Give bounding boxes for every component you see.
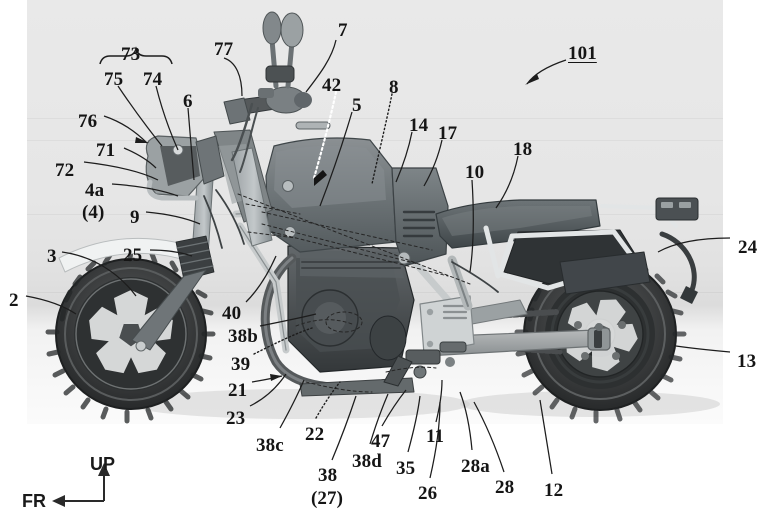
callout-74: 74: [143, 69, 163, 90]
rear-subframe: [483, 197, 699, 291]
callout-38: 38: [318, 465, 338, 486]
right-mirror: [280, 12, 304, 48]
fr-label: FR: [22, 491, 46, 511]
engine: [287, 245, 415, 373]
callout-13: 13: [737, 351, 757, 372]
callout-22: 22: [305, 424, 325, 445]
callout-27-paren: (27): [311, 488, 344, 509]
up-arrowhead: [98, 463, 110, 476]
callout-6: 6: [183, 91, 193, 112]
callout-38c: 38c: [256, 435, 284, 456]
callout-3: 3: [47, 246, 57, 267]
fuel-tank: [265, 121, 397, 253]
callout-10: 10: [465, 162, 485, 183]
callout-28a: 28a: [461, 456, 490, 477]
callout-28: 28: [495, 477, 515, 498]
rear-shock: [447, 255, 473, 311]
callout-42: 42: [322, 75, 342, 96]
callout-21: 21: [228, 380, 248, 401]
callout-14: 14: [409, 115, 429, 136]
callout-26: 26: [418, 483, 438, 504]
callout-38d: 38d: [352, 451, 382, 472]
callout-8: 8: [389, 77, 399, 98]
orientation-indicator: [52, 463, 110, 507]
skid-plate: [419, 295, 475, 355]
callout-75: 75: [104, 69, 124, 90]
up-label: UP: [90, 454, 116, 474]
callout-25: 25: [123, 245, 143, 266]
callout-47: 47: [371, 431, 391, 452]
callout-35: 35: [396, 458, 416, 479]
callout-4-paren: (4): [82, 202, 105, 223]
callout-7: 7: [338, 20, 348, 41]
callout-18: 18: [513, 139, 533, 160]
front-forks: [131, 129, 273, 352]
callout-24: 24: [738, 237, 758, 258]
side-cover: [391, 167, 449, 267]
callout-71: 71: [96, 140, 116, 161]
handlebar-assembly: [223, 11, 312, 173]
callout-101: 101: [568, 43, 597, 64]
callout-40: 40: [222, 303, 242, 324]
callout-11: 11: [426, 426, 445, 447]
callout-23: 23: [226, 408, 246, 429]
callout-12: 12: [544, 480, 564, 501]
callout-17: 17: [438, 123, 458, 144]
callout-76: 76: [78, 111, 98, 132]
hidden-construction-lines: [237, 193, 471, 285]
callout-73: 73: [121, 44, 141, 65]
fr-arrowhead: [52, 495, 65, 507]
callout-77: 77: [214, 39, 234, 60]
callout-9: 9: [130, 207, 140, 228]
callout-5: 5: [352, 95, 362, 116]
callout-4a: 4a: [85, 180, 105, 201]
callout-2: 2: [9, 290, 19, 311]
footpeg-assembly: [383, 341, 467, 387]
callout-72: 72: [55, 160, 75, 181]
callout-39: 39: [231, 354, 251, 375]
callout-38b: 38b: [228, 326, 258, 347]
